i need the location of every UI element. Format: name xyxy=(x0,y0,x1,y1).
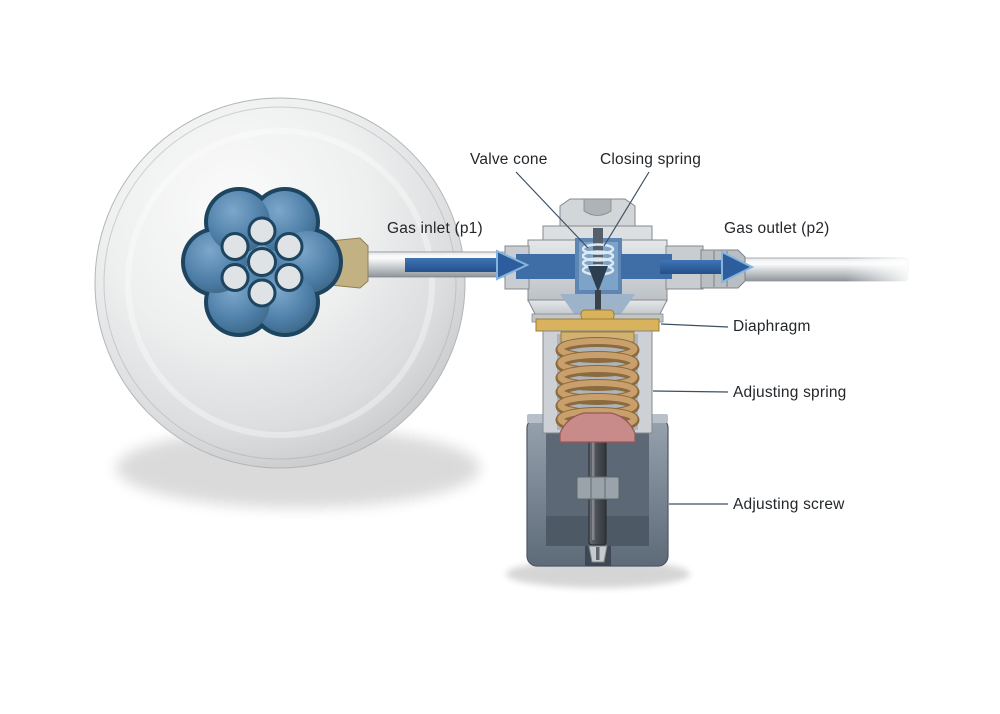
label-gas-inlet: Gas inlet (p1) xyxy=(387,220,483,237)
label-adjusting-screw: Adjusting screw xyxy=(733,496,845,513)
adjusting-screw-group xyxy=(559,412,636,563)
leader-closing-spring xyxy=(603,171,650,247)
spring-assembly xyxy=(542,330,653,434)
leader-valve-cone xyxy=(515,171,589,249)
valve-cone xyxy=(588,266,608,292)
leader-diaphragm xyxy=(660,323,729,328)
housing-shadow xyxy=(506,560,690,588)
label-gas-outlet: Gas outlet (p2) xyxy=(724,220,830,237)
outlet-arrow-head xyxy=(721,250,755,284)
leader-adjusting-spring xyxy=(652,390,729,393)
label-adjusting-spring: Adjusting spring xyxy=(733,384,847,401)
valve-stem-guide xyxy=(593,228,603,266)
screw-tip-slot xyxy=(596,547,600,560)
handwheel-holes xyxy=(220,216,304,308)
housing-rim-left xyxy=(527,414,546,423)
cylinder-edge-ring xyxy=(103,106,457,460)
flow-arrows xyxy=(405,249,755,284)
housing-rim-right xyxy=(649,414,668,423)
handwheel xyxy=(181,187,343,337)
screw-nut xyxy=(576,476,620,500)
label-valve-cone: Valve cone xyxy=(470,151,548,168)
inlet-arrow-shaft xyxy=(405,258,499,272)
label-closing-spring: Closing spring xyxy=(600,151,702,168)
cylinder-shoulder-ring xyxy=(125,128,435,438)
regulator-body xyxy=(504,198,704,332)
valve-pin xyxy=(595,290,601,321)
top-cap-notch xyxy=(583,198,612,216)
label-diaphragm: Diaphragm xyxy=(733,318,811,335)
inlet-arrow-head xyxy=(496,249,530,281)
diaphragm xyxy=(535,318,660,332)
leader-lines xyxy=(515,171,729,505)
diaphragm-group xyxy=(531,309,664,332)
pipe-fade xyxy=(845,252,915,286)
spring-seat xyxy=(559,412,636,443)
closing-spring-coils xyxy=(581,243,615,276)
outlet-arrow-shaft xyxy=(660,260,723,274)
valve-assembly xyxy=(581,228,615,321)
